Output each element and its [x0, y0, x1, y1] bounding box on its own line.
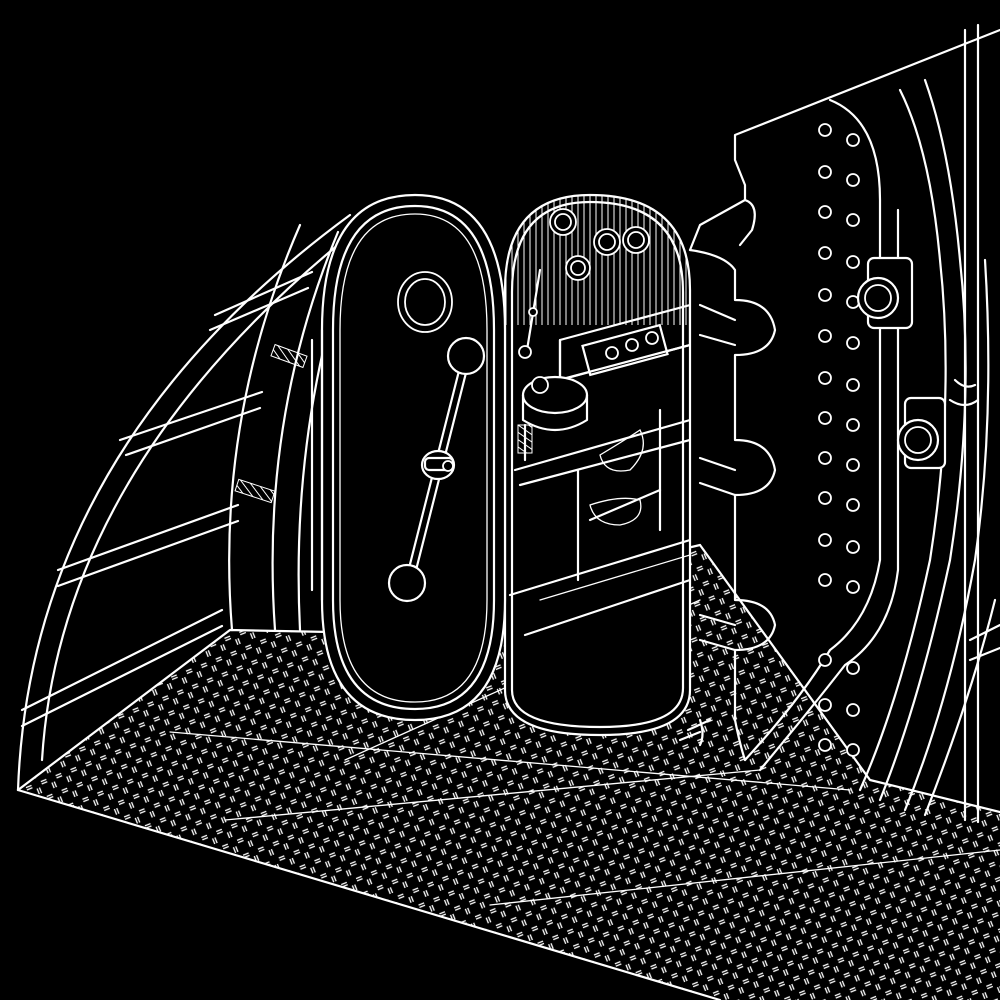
- aft-hatch-frame: [503, 193, 692, 737]
- rivet-rows: [818, 123, 860, 757]
- bulkhead: [678, 23, 1000, 824]
- bulkhead-clamps: [856, 256, 947, 470]
- aft-compartment: [505, 195, 690, 735]
- hatch-door: [310, 193, 507, 722]
